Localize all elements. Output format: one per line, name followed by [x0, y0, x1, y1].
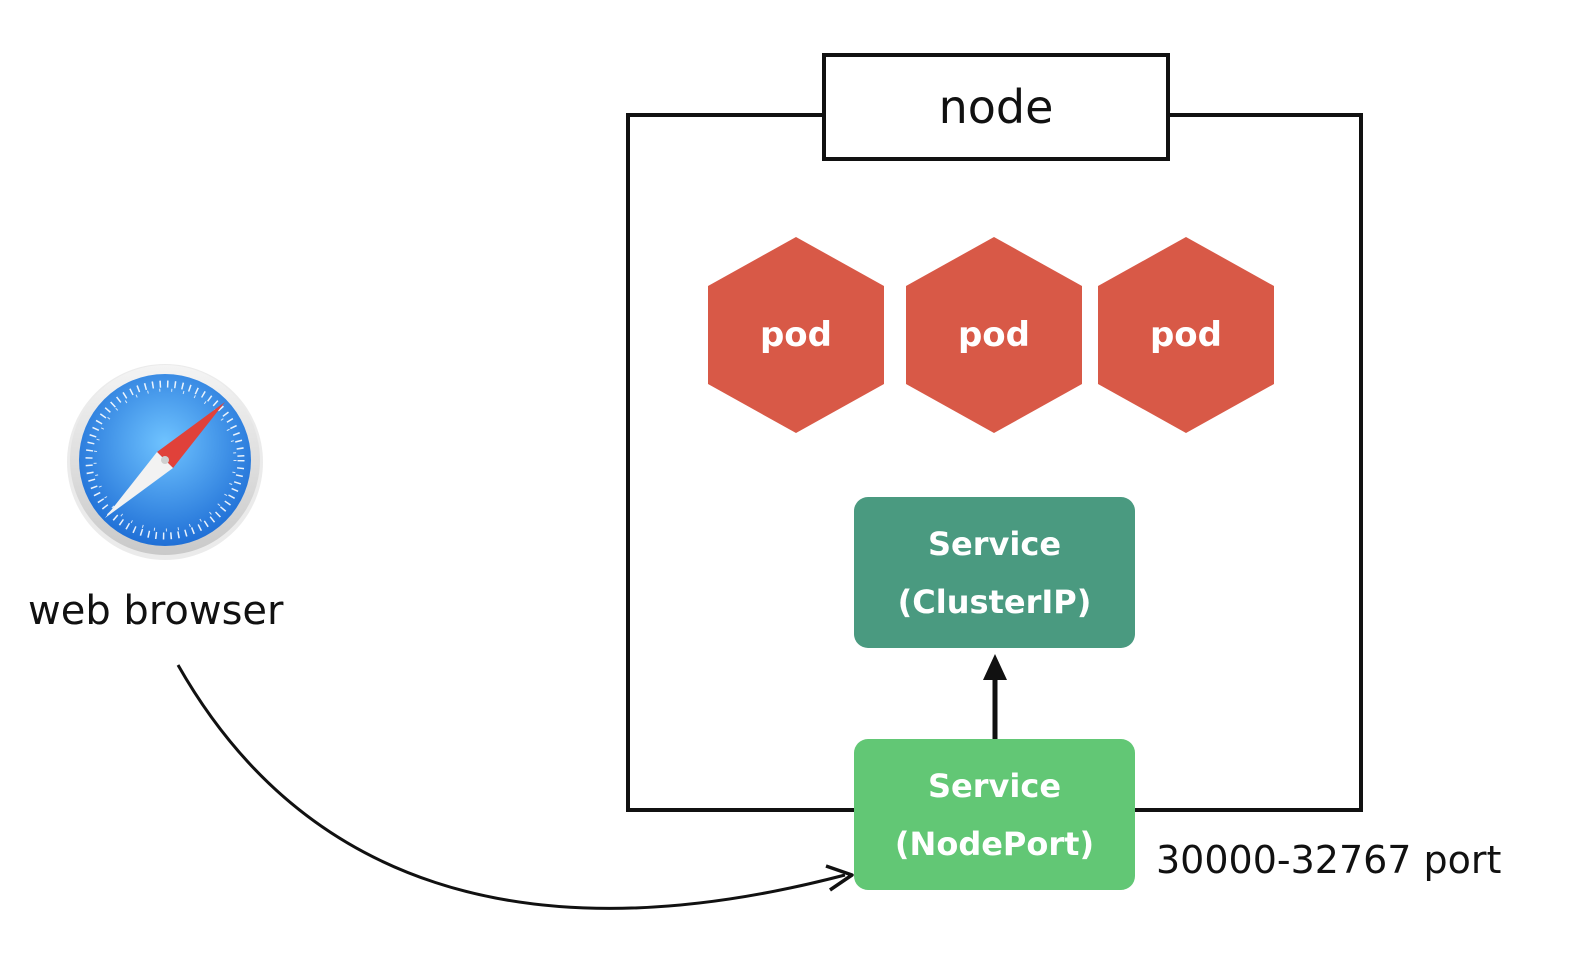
service-nodeport-line2: (NodePort): [894, 824, 1095, 863]
browser-to-nodeport-arrow: [176, 664, 854, 910]
service-clusterip-line1: Service: [927, 524, 1062, 563]
pod-1-label: pod: [759, 315, 833, 355]
pod-2-label: pod: [957, 315, 1031, 355]
pod-3-label: pod: [1149, 315, 1223, 355]
safari-compass-icon: [67, 364, 263, 560]
node-label-text: node: [938, 80, 1054, 134]
service-clusterip-line2: (ClusterIP): [897, 582, 1092, 621]
node-label: node: [822, 53, 1170, 161]
service-clusterip: Service (ClusterIP): [854, 497, 1135, 648]
service-nodeport: Service (NodePort): [854, 739, 1135, 890]
browser-label: web browser: [28, 588, 284, 634]
nodeport-to-clusterip-arrow: [983, 654, 1007, 739]
pod-3: pod: [1098, 237, 1274, 433]
service-nodeport-line1: Service: [927, 766, 1062, 805]
port-range-label: 30000-32767 port: [1156, 838, 1502, 882]
